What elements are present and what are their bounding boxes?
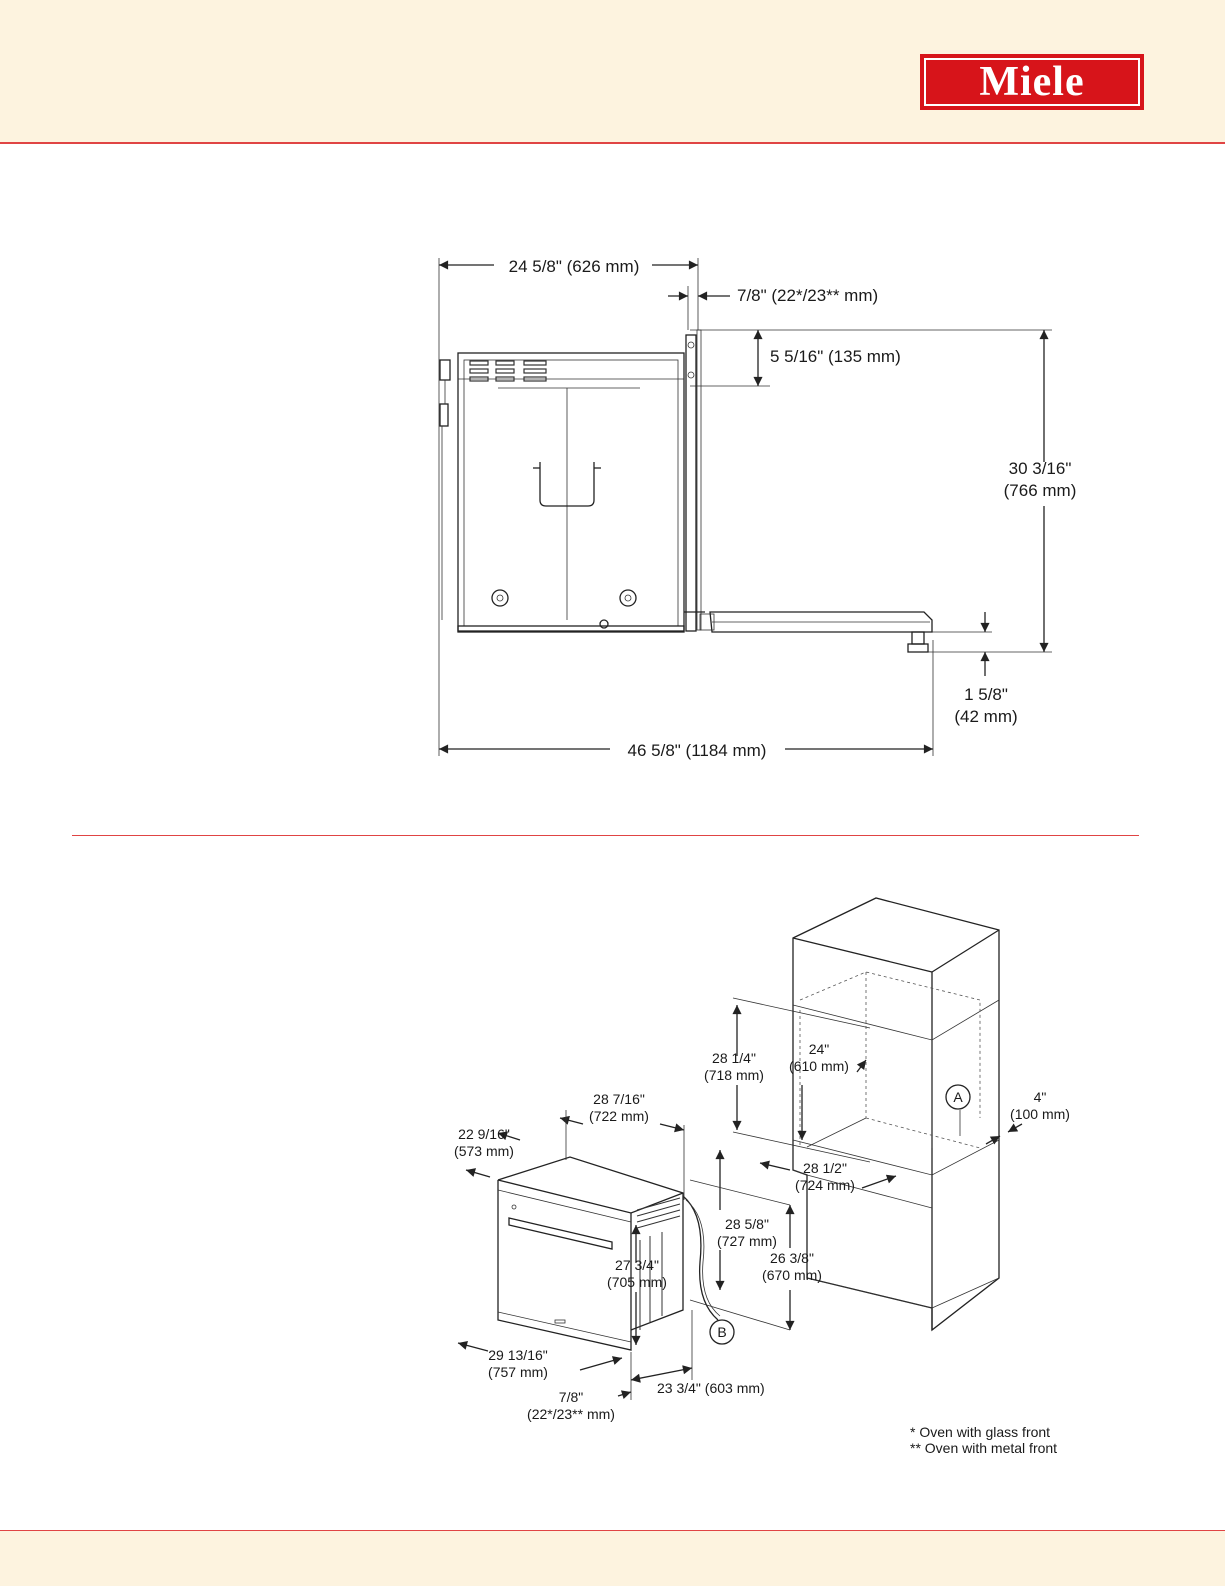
dim-foot-mm: (42 mm) bbox=[954, 707, 1017, 726]
marker-b: B bbox=[717, 1324, 726, 1340]
dim-front-height-inch: 28 5/8" bbox=[725, 1216, 769, 1232]
dim-niche-depth-mm: (610 mm) bbox=[789, 1058, 849, 1074]
dim-body-height-mm: (705 mm) bbox=[607, 1274, 667, 1290]
logo-text: Miele bbox=[979, 59, 1085, 105]
dim-niche-depth-inch: 24" bbox=[809, 1041, 830, 1057]
dim-body-depth: 24 5/8" (626 mm) bbox=[509, 257, 640, 276]
dim-gap-inch: 4" bbox=[1034, 1089, 1047, 1105]
dim-niche-width-mm: (724 mm) bbox=[795, 1177, 855, 1193]
dim-side-depth-mm: (573 mm) bbox=[454, 1143, 514, 1159]
dim-front-width-mm: (757 mm) bbox=[488, 1364, 548, 1380]
side-view-drawing: 24 5/8" (626 mm) 7/8" (22*/23** mm) 5 5/… bbox=[438, 253, 1077, 760]
page-footer bbox=[0, 1530, 1225, 1586]
dim-height-mm: (766 mm) bbox=[1004, 481, 1077, 500]
dim-niche-width-inch: 28 1/2" bbox=[803, 1160, 847, 1176]
dim-top-offset: 5 5/16" (135 mm) bbox=[770, 347, 901, 366]
dim-foot-inch: 1 5/8" bbox=[964, 685, 1008, 704]
dim-body-height-inch: 27 3/4" bbox=[615, 1257, 659, 1273]
section-divider bbox=[72, 835, 1139, 836]
dim-front-thick-inch: 7/8" bbox=[559, 1389, 583, 1405]
dim-body-width: 23 3/4" (603 mm) bbox=[657, 1380, 765, 1396]
marker-a: A bbox=[953, 1089, 963, 1105]
dim-total-depth: 46 5/8" (1184 mm) bbox=[628, 741, 767, 760]
dim-niche-min-mm: (670 mm) bbox=[762, 1267, 822, 1283]
dim-front-height-mm: (727 mm) bbox=[717, 1233, 777, 1249]
dim-height-inch: 30 3/16" bbox=[1009, 459, 1072, 478]
dim-niche-height-inch: 28 1/4" bbox=[712, 1050, 756, 1066]
dim-top-width-inch: 28 7/16" bbox=[593, 1091, 645, 1107]
dim-side-depth-inch: 22 9/16" bbox=[458, 1126, 510, 1142]
note-glass-front: * Oven with glass front bbox=[910, 1424, 1050, 1440]
dim-niche-height-mm: (718 mm) bbox=[704, 1067, 764, 1083]
miele-logo: Miele bbox=[920, 54, 1144, 110]
page-header: Miele bbox=[0, 0, 1225, 144]
dim-front-thickness: 7/8" (22*/23** mm) bbox=[737, 286, 878, 305]
dim-top-width-mm: (722 mm) bbox=[589, 1108, 649, 1124]
dim-gap-mm: (100 mm) bbox=[1010, 1106, 1070, 1122]
dim-niche-min-inch: 26 3/8" bbox=[770, 1250, 814, 1266]
install-view-drawing: A B bbox=[454, 897, 1070, 1456]
dim-front-width-inch: 29 13/16" bbox=[488, 1347, 547, 1363]
dim-front-thick-mm: (22*/23** mm) bbox=[527, 1406, 615, 1422]
note-metal-front: ** Oven with metal front bbox=[910, 1440, 1057, 1456]
